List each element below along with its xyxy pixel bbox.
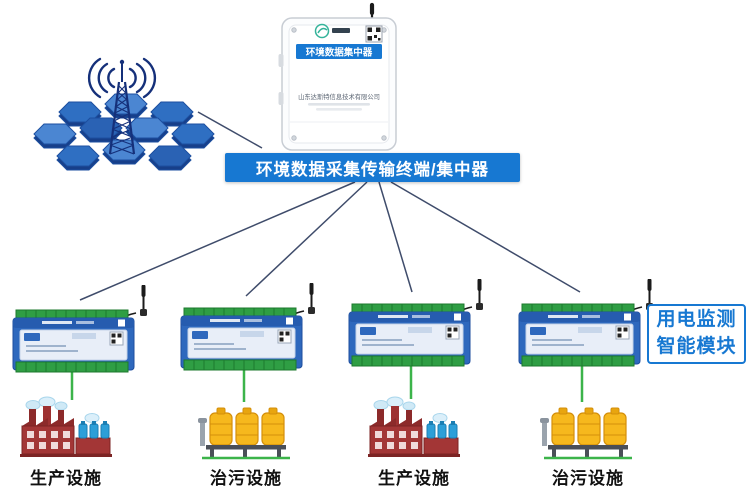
concentrator-label: 环境数据集中器 (306, 47, 373, 59)
facility-label: 治污设施 (210, 469, 282, 487)
signal-tower-illustration (22, 48, 222, 180)
brand-logo-icon (314, 23, 350, 39)
concentrator-label-band (296, 44, 382, 59)
hinge (278, 54, 284, 67)
pollution-facility-icon (198, 398, 294, 460)
hinge (278, 92, 284, 105)
hexagon-tiles (33, 93, 215, 171)
side-box-line-2: 智能模块 (656, 336, 737, 357)
pollution-facility-icon (540, 398, 636, 460)
facility-label: 治污设施 (552, 469, 624, 487)
meter-module-2 (180, 283, 325, 371)
signal-waves-icon (87, 57, 157, 99)
meter-module-3 (348, 279, 493, 367)
production-facility-icon (18, 396, 114, 458)
qr-code-icon (365, 25, 383, 43)
lattice-tower-icon (108, 59, 136, 155)
production-facility-icon (366, 396, 462, 458)
side-label-box: 用电监测 智能模块 (647, 304, 746, 364)
concentrator-device: 环境数据集中器 山东达斯特信息技术有限公司 (270, 2, 402, 154)
meter-module-1 (12, 285, 157, 373)
facility-label: 生产设施 (30, 469, 102, 487)
meter-module-4 (518, 279, 663, 367)
side-box-line-1: 用电监测 (656, 309, 737, 331)
company-name-text: 山东达斯特信息技术有限公司 (298, 92, 380, 101)
main-banner-label: 环境数据采集传输终端/集中器 (225, 153, 520, 182)
facility-label: 生产设施 (378, 469, 450, 487)
